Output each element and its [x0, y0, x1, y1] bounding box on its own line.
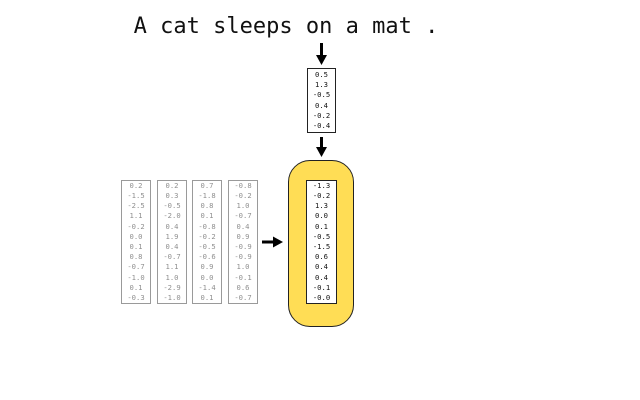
vector-value: 1.3: [315, 80, 328, 90]
vector-value: -1.5: [312, 242, 331, 251]
vector-value: -0.2: [127, 221, 145, 231]
vector-value: -0.3: [127, 293, 145, 303]
vector-value: 0.8: [129, 252, 143, 262]
vector-value: -0.5: [198, 242, 216, 251]
input-word-vector: 0.5 1.3 -0.5 0.4 -0.2 -0.4: [307, 68, 336, 133]
vector-value: 0.7: [200, 180, 214, 190]
vector-value: 0.1: [129, 282, 143, 292]
vector-value: -0.9: [234, 242, 252, 251]
vector-value: -0.5: [312, 90, 331, 100]
vector-value: -0.8: [198, 221, 216, 231]
vector-value: -0.2: [312, 110, 331, 120]
vector-value: 1.0: [165, 272, 179, 282]
vector-value: -0.7: [234, 293, 252, 303]
vector-value: 0.6: [315, 252, 328, 262]
vector-value: 0.5: [315, 69, 328, 79]
vector-value: -0.1: [312, 282, 331, 292]
vector-value: -1.3: [312, 180, 331, 190]
vector-value: -0.6: [198, 252, 216, 262]
context-vector-1: 0.2 -1.5 -2.5 1.1 -0.2 0.0 0.1 0.8 -0.7 …: [121, 180, 151, 304]
vector-value: -0.4: [312, 120, 331, 130]
vector-value: 0.0: [129, 231, 143, 241]
vector-value: 0.0: [315, 211, 328, 221]
vector-value: 0.4: [165, 242, 179, 251]
vector-value: 0.1: [315, 221, 328, 231]
vector-value: -0.2: [234, 190, 252, 200]
vector-value: -0.9: [234, 252, 252, 262]
vector-value: -0.0: [312, 293, 331, 303]
vector-value: -0.5: [163, 201, 181, 211]
vector-value: -2.5: [127, 201, 145, 211]
vector-value: 1.9: [165, 231, 179, 241]
vector-value: 0.4: [165, 221, 179, 231]
vector-value: -0.2: [312, 190, 331, 200]
vector-value: 0.6: [236, 282, 250, 292]
vector-value: -2.9: [163, 282, 181, 292]
vector-value: 0.9: [200, 262, 214, 272]
vector-value: -1.5: [127, 190, 145, 200]
arrow-vector-to-cell: [316, 137, 327, 157]
vector-value: 1.1: [165, 262, 179, 272]
vector-value: -0.1: [234, 272, 252, 282]
arrow-sentence-to-vector: [316, 43, 327, 65]
vector-value: 1.3: [315, 201, 328, 211]
context-vector-4: -0.8 -0.2 1.0 -0.7 0.4 0.9 -0.9 -0.9 1.0…: [228, 180, 258, 304]
vector-value: 0.4: [315, 272, 328, 282]
vector-value: -0.5: [312, 231, 331, 241]
arrow-context-to-cell: [262, 236, 283, 248]
vector-value: 0.4: [315, 100, 328, 110]
vector-value: 0.1: [200, 211, 214, 221]
vector-value: -0.7: [127, 262, 145, 272]
vector-value: 0.4: [315, 262, 328, 272]
vector-value: -0.7: [163, 252, 181, 262]
output-hidden-vector: -1.3 -0.2 1.3 0.0 0.1 -0.5 -1.5 0.6 0.4 …: [306, 180, 337, 304]
vector-value: 0.4: [236, 221, 250, 231]
context-vector-2: 0.2 0.3 -0.5 -2.0 0.4 1.9 0.4 -0.7 1.1 1…: [157, 180, 187, 304]
vector-value: -1.0: [127, 272, 145, 282]
vector-value: 0.1: [129, 242, 143, 251]
vector-value: 0.3: [165, 190, 179, 200]
vector-value: -0.2: [198, 231, 216, 241]
vector-value: -1.8: [198, 190, 216, 200]
vector-value: -1.4: [198, 282, 216, 292]
vector-value: 0.8: [200, 201, 214, 211]
vector-value: -2.0: [163, 211, 181, 221]
vector-value: 1.1: [129, 211, 143, 221]
vector-value: 1.0: [236, 262, 250, 272]
vector-value: 0.2: [165, 180, 179, 190]
context-vector-3: 0.7 -1.8 0.8 0.1 -0.8 -0.2 -0.5 -0.6 0.9…: [192, 180, 222, 304]
vector-value: -0.7: [234, 211, 252, 221]
vector-value: 0.0: [200, 272, 214, 282]
vector-value: 0.9: [236, 231, 250, 241]
vector-value: -0.8: [234, 180, 252, 190]
vector-value: -1.0: [163, 293, 181, 303]
input-sentence: A cat sleeps on a mat .: [133, 14, 439, 39]
vector-value: 1.0: [236, 201, 250, 211]
vector-value: 0.1: [200, 293, 214, 303]
vector-value: 0.2: [129, 180, 143, 190]
